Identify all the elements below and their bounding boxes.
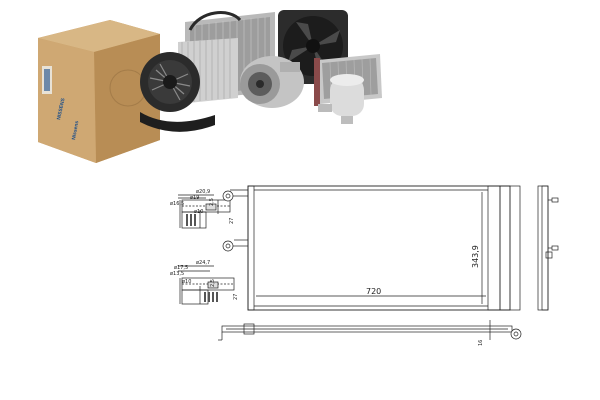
bottom-fitting-detail — [178, 265, 235, 305]
dim-bot-small: ø13,5 — [170, 271, 184, 277]
dim-top-small: ø16,5 — [170, 201, 184, 207]
dim-bot-mid: ø17,5 — [174, 265, 188, 271]
condenser-side-view — [537, 185, 559, 311]
inlet-fitting — [222, 189, 248, 202]
dim-thickness: 16 — [478, 340, 484, 346]
cardboard-box: NISSENS Nissens — [38, 20, 160, 163]
technical-drawing — [178, 185, 559, 341]
box-brand-front: Nissens — [71, 120, 80, 140]
dim-top-inner: ø10 — [194, 209, 203, 215]
receiver-drier-photo — [318, 74, 364, 124]
dim-core-height: 343,9 — [471, 245, 480, 268]
outlet-fitting — [222, 239, 248, 252]
condenser-top-view — [218, 320, 522, 341]
box-brand-side: NISSENS — [56, 97, 67, 120]
dimension-labels: ø20,9 ø19 ø16,5 ø10 2,5 27 ø24,7 ø17,5 ø… — [170, 189, 484, 346]
blower-motor-photo — [140, 52, 215, 132]
dim-len-b: 27 — [229, 218, 235, 224]
dim-bot-outer: ø24,7 — [196, 260, 210, 266]
top-fitting-detail — [178, 194, 231, 229]
ac-compressor-photo — [240, 56, 304, 108]
dim-bot-inner: ø10 — [182, 279, 191, 285]
dim-len-a: 2,5 — [209, 198, 215, 206]
dim-top-mid: ø19 — [190, 195, 199, 201]
dim-len-c: 2,5 — [210, 279, 216, 287]
dim-len-d: 27 — [233, 294, 239, 300]
dim-top-outer: ø20,9 — [196, 189, 210, 195]
condenser-front-view — [247, 185, 521, 311]
dim-core-width: 720 — [366, 287, 381, 296]
